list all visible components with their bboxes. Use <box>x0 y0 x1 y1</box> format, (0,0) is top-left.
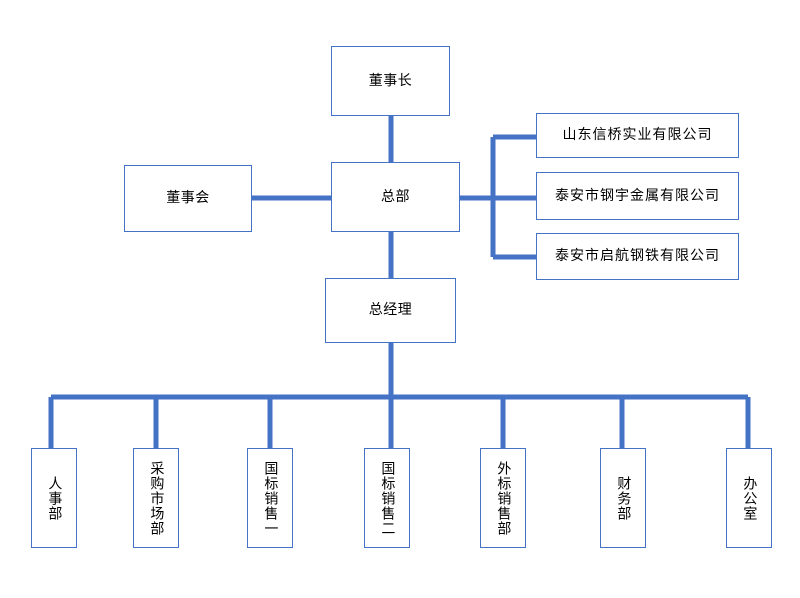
node-chairman[interactable]: 董事长 <box>331 46 450 116</box>
node-subsidiary-0-label: 山东信桥实业有限公司 <box>562 127 713 144</box>
node-department-4-label: 外标销售部 <box>495 460 512 536</box>
node-subsidiary-1-label: 泰安市钢宇金属有限公司 <box>555 187 720 204</box>
node-department-2[interactable]: 国标销售一 <box>247 448 293 548</box>
node-department-3-label: 国标销售二 <box>379 460 396 536</box>
node-board-of-directors[interactable]: 董事会 <box>124 165 252 232</box>
node-department-3[interactable]: 国标销售二 <box>364 448 410 548</box>
node-department-4[interactable]: 外标销售部 <box>480 448 526 548</box>
node-chairman-label: 董事长 <box>368 72 413 89</box>
node-subsidiary-2-label: 泰安市启航钢铁有限公司 <box>555 248 720 265</box>
node-department-5[interactable]: 财务部 <box>600 448 646 548</box>
node-headquarters[interactable]: 总部 <box>331 162 460 232</box>
node-subsidiary-0[interactable]: 山东信桥实业有限公司 <box>536 113 739 158</box>
node-department-6-label: 办公室 <box>741 475 758 521</box>
node-subsidiary-1[interactable]: 泰安市钢宇金属有限公司 <box>536 172 739 220</box>
node-department-6[interactable]: 办公室 <box>726 448 772 548</box>
node-department-0[interactable]: 人事部 <box>31 448 77 548</box>
node-department-0-label: 人事部 <box>46 475 63 521</box>
node-subsidiary-2[interactable]: 泰安市启航钢铁有限公司 <box>536 233 739 280</box>
node-department-2-label: 国标销售一 <box>262 460 279 536</box>
node-department-1[interactable]: 采购市场部 <box>133 448 179 548</box>
node-general-manager[interactable]: 总经理 <box>325 278 456 343</box>
node-headquarters-label: 总部 <box>381 188 410 205</box>
node-board-of-directors-label: 董事会 <box>166 190 210 207</box>
node-general-manager-label: 总经理 <box>368 302 413 319</box>
node-department-1-label: 采购市场部 <box>148 460 165 536</box>
node-department-5-label: 财务部 <box>615 475 632 521</box>
